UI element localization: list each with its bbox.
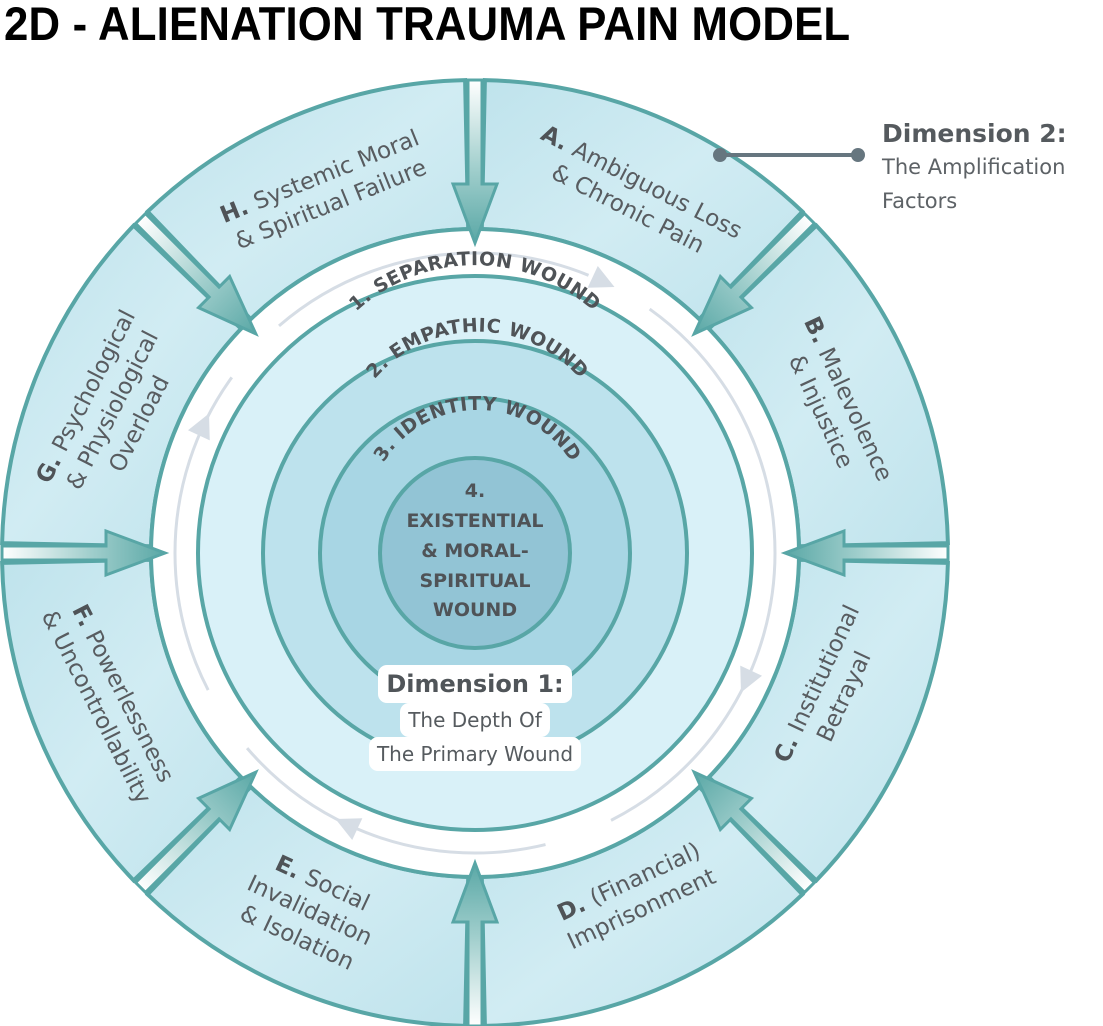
dimension2-connector <box>713 148 865 162</box>
svg-text:WOUND: WOUND <box>433 599 517 621</box>
inward-arrow-5 <box>450 858 500 1026</box>
dimension2-line2: Factors <box>882 189 958 213</box>
inward-arrow-1 <box>450 78 500 248</box>
wound-core <box>378 456 572 650</box>
inward-arrow-4 <box>691 769 817 895</box>
outer-factor-ring <box>0 78 950 1026</box>
svg-text:SPIRITUAL: SPIRITUAL <box>420 570 531 592</box>
dimension2-heading: Dimension 2: <box>882 119 1067 148</box>
inward-arrow-3 <box>780 528 950 578</box>
svg-text:4.: 4. <box>465 480 485 502</box>
wound-label-existential: 4. EXISTENTIAL & MORAL- SPIRITUAL WOUND <box>406 480 543 621</box>
inward-arrow-2 <box>691 211 817 337</box>
cycle-arrowhead-icon <box>188 413 210 441</box>
dimension2-line1: The Amplification <box>882 155 1066 179</box>
dimension1-legend: Dimension 1: The Depth Of The Primary Wo… <box>340 665 610 771</box>
dimension1-heading: Dimension 1: <box>378 665 572 703</box>
page-title: 2D - ALIENATION TRAUMA PAIN MODEL <box>4 0 851 50</box>
inward-arrow-6 <box>133 769 259 895</box>
cycle-arrowhead-icon <box>587 266 615 288</box>
inward-arrow-8 <box>133 211 259 337</box>
dimension2-legend: Dimension 2: The Amplification Factors <box>882 118 1067 218</box>
dimension1-line2: The Primary Wound <box>368 737 582 771</box>
cycle-arrowhead-icon <box>740 665 762 693</box>
cycle-arrowheads <box>188 266 762 840</box>
cycle-arrowhead-icon <box>335 818 363 840</box>
cycle-arrow-track <box>173 251 777 855</box>
dimension1-line1: The Depth Of <box>400 703 550 737</box>
inward-arrow-7 <box>0 528 170 578</box>
svg-text:EXISTENTIAL: EXISTENTIAL <box>406 510 543 532</box>
svg-text:& MORAL-: & MORAL- <box>421 540 529 562</box>
